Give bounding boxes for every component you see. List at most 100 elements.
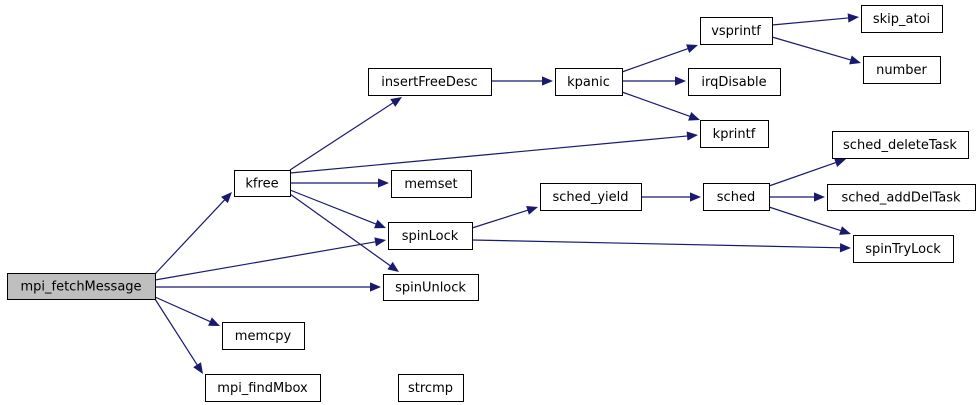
graph-node-sched_deleteTask[interactable]: sched_deleteTask (832, 131, 969, 159)
node-label: vsprintf (711, 24, 761, 39)
call-edge (289, 193, 399, 272)
edge-line (471, 209, 530, 229)
node-box[interactable] (700, 120, 769, 148)
edge-arrowhead (193, 362, 203, 374)
node-label: memcpy (235, 329, 292, 344)
graph-node-sched_addDelTask[interactable]: sched_addDelTask (827, 184, 976, 211)
call-edge (290, 178, 389, 188)
node-label: irqDisable (701, 75, 766, 90)
graph-node-irqDisable[interactable]: irqDisable (688, 68, 781, 96)
graph-node-memset[interactable]: memset (391, 170, 472, 198)
node-box[interactable] (832, 131, 969, 159)
edge-arrowhead (208, 317, 220, 326)
node-label: sched_addDelTask (841, 191, 961, 206)
edge-arrowhead (686, 131, 698, 141)
node-box[interactable] (398, 374, 464, 402)
edge-line (154, 298, 199, 367)
call-edge (768, 206, 851, 235)
edge-arrowhead (675, 76, 686, 86)
node-label: sched_yield (552, 190, 628, 205)
node-label: spinUnlock (395, 281, 466, 296)
graph-node-spinTryLock[interactable]: spinTryLock (853, 235, 954, 263)
call-edge (771, 36, 861, 65)
call-edge (471, 239, 851, 253)
node-box[interactable] (827, 184, 976, 211)
node-box[interactable] (205, 374, 321, 402)
graph-node-kprintf[interactable]: kprintf (700, 120, 769, 148)
call-edge (154, 298, 203, 374)
node-box[interactable] (703, 183, 770, 211)
node-box[interactable] (700, 17, 773, 45)
graph-node-vsprintf[interactable]: vsprintf (700, 17, 773, 45)
edge-arrowhead (387, 261, 399, 272)
graph-node-spinUnlock[interactable]: spinUnlock (383, 274, 479, 301)
edge-line (771, 36, 853, 62)
edge-arrowhead (688, 111, 700, 121)
graph-node-sched_yield[interactable]: sched_yield (540, 183, 642, 211)
call-edge (471, 205, 538, 229)
node-label: spinLock (402, 229, 459, 244)
call-edge (154, 192, 232, 275)
call-edge (289, 97, 402, 171)
edge-line (289, 189, 378, 226)
graph-node-mpi_findMbox[interactable]: mpi_findMbox (205, 374, 321, 402)
node-box[interactable] (222, 322, 305, 350)
node-layer: mpi_fetchMessage kfree insertFreeDesc kpani… (7, 5, 976, 402)
edge-arrowhead (526, 205, 538, 215)
node-label: mpi_findMbox (217, 381, 308, 396)
call-edge (621, 44, 698, 73)
call-edge (154, 237, 386, 281)
node-label: kprintf (713, 127, 756, 142)
edge-line (289, 101, 395, 171)
node-box[interactable] (7, 273, 156, 300)
call-edge (491, 76, 553, 86)
graph-node-skip_atoi[interactable]: skip_atoi (861, 5, 943, 33)
node-box[interactable] (368, 68, 492, 96)
graph-node-number[interactable]: number (863, 56, 941, 84)
call-edge (621, 91, 700, 121)
call-edge (154, 296, 220, 326)
node-label: kpanic (567, 75, 610, 90)
node-box[interactable] (391, 170, 472, 198)
node-label: strcmp (408, 381, 453, 396)
edge-arrowhead (847, 13, 859, 23)
call-edge (289, 189, 386, 229)
call-edge (622, 76, 686, 86)
node-box[interactable] (555, 68, 623, 96)
edge-arrowhead (374, 219, 386, 229)
graph-node-memcpy[interactable]: memcpy (222, 322, 305, 350)
edge-line (771, 17, 851, 26)
edge-arrowhead (690, 192, 701, 202)
node-label: mpi_fetchMessage (20, 280, 141, 295)
edge-line (621, 47, 690, 73)
edge-layer (154, 13, 861, 374)
node-label: kfree (245, 177, 278, 192)
graph-node-kpanic[interactable]: kpanic (555, 68, 623, 96)
edge-arrowhead (390, 97, 402, 107)
graph-node-mpi_fetchMessage[interactable]: mpi_fetchMessage (7, 273, 156, 300)
node-label: sched_deleteTask (843, 138, 957, 153)
edge-line (621, 91, 692, 118)
node-box[interactable] (540, 183, 642, 211)
call-edge (641, 192, 701, 202)
graph-node-spinLock[interactable]: spinLock (388, 222, 473, 250)
edge-arrowhead (378, 178, 389, 188)
edge-arrowhead (839, 226, 851, 235)
edge-arrowhead (374, 237, 386, 247)
node-box[interactable] (863, 56, 941, 84)
call-edge (769, 192, 825, 202)
graph-node-insertFreeDesc[interactable]: insertFreeDesc (368, 68, 492, 96)
node-box[interactable] (234, 170, 291, 197)
node-label: insertFreeDesc (381, 75, 478, 90)
edge-line (768, 206, 843, 232)
graph-node-strcmp[interactable]: strcmp (398, 374, 464, 402)
edge-line (154, 240, 378, 281)
graph-node-sched[interactable]: sched (703, 183, 770, 211)
node-box[interactable] (383, 274, 479, 301)
graph-node-kfree[interactable]: kfree (234, 170, 291, 197)
node-box[interactable] (388, 222, 473, 250)
node-box[interactable] (861, 5, 943, 33)
node-box[interactable] (688, 68, 781, 96)
node-box[interactable] (853, 235, 954, 263)
